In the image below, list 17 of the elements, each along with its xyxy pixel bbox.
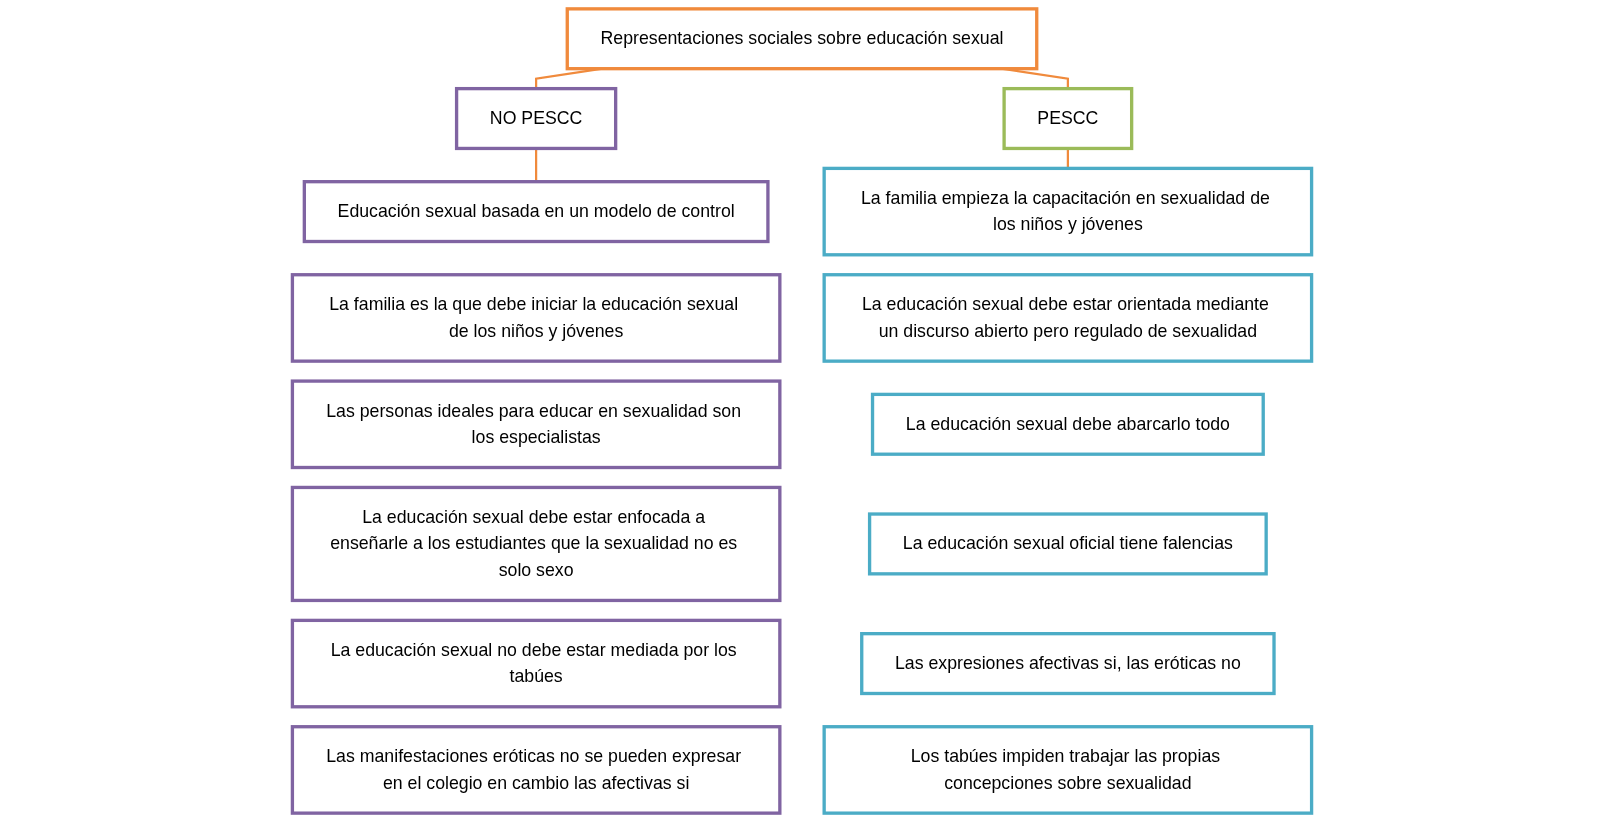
node-box: NO PESCC	[454, 86, 618, 151]
node-box: Las personas ideales para educar en sexualidad son los especialistas	[290, 379, 782, 470]
node-box: La educación sexual debe abarcarlo todo	[870, 392, 1265, 456]
node-box: La educación sexual oficial tiene falencias	[867, 512, 1268, 576]
connector	[535, 148, 538, 182]
connector	[1066, 148, 1069, 169]
node-box: La educación sexual debe estar orientada mediante un discurso abierto pero regulado de sexualidad	[822, 273, 1314, 363]
node-box: Educación sexual basada en un modelo de control	[302, 180, 770, 244]
node-box: PESCC	[1002, 86, 1134, 151]
node-box: La familia es la que debe iniciar la educación sexual de los niños y jóvenes	[290, 273, 782, 363]
node-box: Las manifestaciones eróticas no se pueden expresar en el colegio en cambio las afectivas si	[290, 725, 782, 815]
node-box: Los tabúes impiden trabajar las propias concepciones sobre sexualidad	[822, 725, 1314, 815]
node-box: La familia empieza la capacitación en sexualidad de los niños y jóvenes	[822, 166, 1314, 257]
node-box: Las expresiones afectivas si, las eróticas no	[860, 632, 1276, 696]
node-box: Representaciones sociales sobre educación sexual	[565, 7, 1039, 71]
node-box: La educación sexual no debe estar mediada por los tabúes	[290, 618, 782, 709]
node-box: La educación sexual debe estar enfocada a enseñarle a los estudiantes que la sexualidad no es solo sexo	[290, 485, 782, 603]
